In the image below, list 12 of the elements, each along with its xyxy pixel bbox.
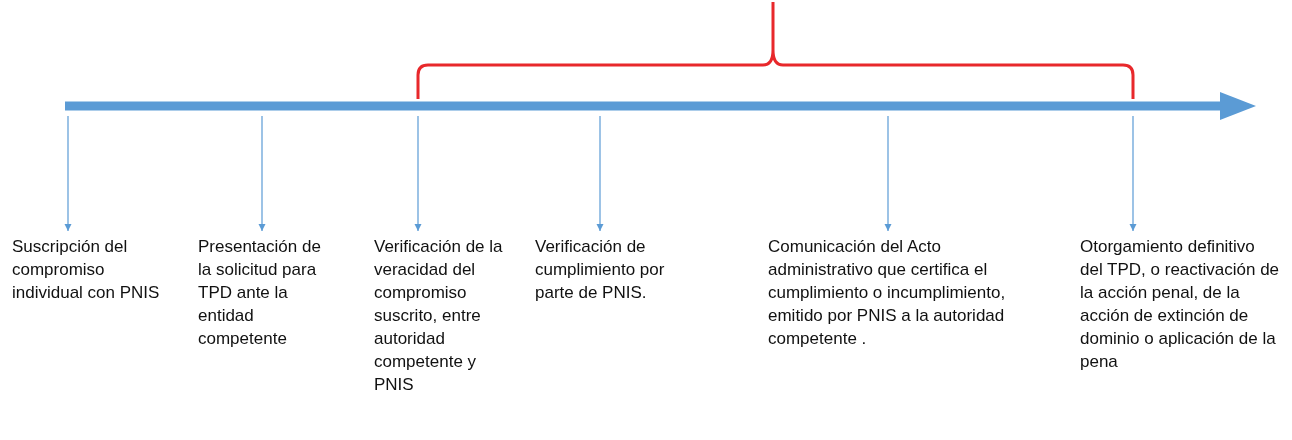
step-text: Suscripción del compromiso individual con PNIS <box>12 235 167 304</box>
arrow <box>884 115 892 232</box>
arrow <box>1129 115 1137 232</box>
step-text: Verificación de la veracidad del compromiso suscrito, entre autoridad competente y PNIS <box>374 235 514 396</box>
step-text: Presentación de la solicitud para TPD ante la entidad competente <box>198 235 338 350</box>
arrow <box>596 115 604 232</box>
arrow <box>258 115 266 232</box>
step-text: Verificación de cumplimiento por parte de PNIS. <box>535 235 670 304</box>
step-text: Otorgamiento definitivo del TPD, o reactivación de la acción penal, de la acción de extinción de dominio o aplicación de la pena <box>1080 235 1280 373</box>
arrow <box>414 115 422 232</box>
step-text: Comunicación del Acto administrativo que certifica el cumplimiento o incumplimiento, emitido por PNIS a la autoridad competente . <box>768 235 1018 350</box>
arrow <box>64 115 72 232</box>
